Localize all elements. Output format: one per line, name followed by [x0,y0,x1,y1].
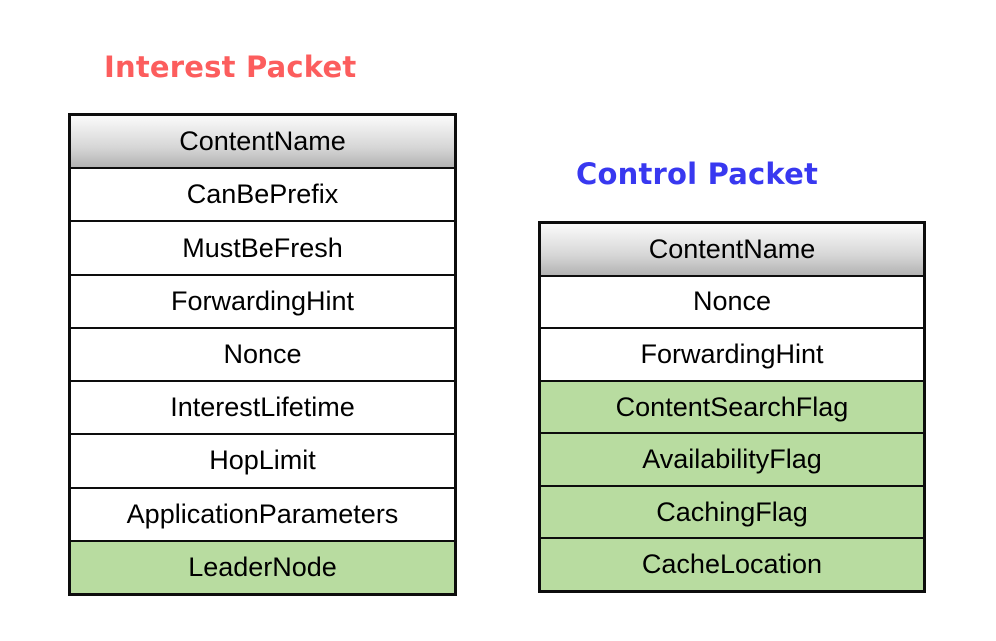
interest-packet-field-label: ApplicationParameters [126,498,399,529]
control-packet-title: Control Packet [576,157,819,191]
interest-packet-row: Nonce [71,328,454,383]
interest-packet-row: ApplicationParameters [71,488,454,542]
control-packet-row: CachingFlag [541,486,923,540]
control-packet-row: CacheLocation [541,539,923,591]
interest-packet-field-label: InterestLifetime [170,392,355,423]
control-packet-field-label: ForwardingHint [640,338,824,369]
control-packet-field-label: ContentSearchFlag [615,391,849,422]
interest-packet-field-label: Nonce [223,338,302,369]
interest-packet-field-label: ForwardingHint [170,285,355,316]
interest-packet-title: Interest Packet [104,50,357,84]
interest-packet-row: ContentName [71,116,454,170]
interest-packet-field-label: LeaderNode [188,551,337,582]
control-packet-row: AvailabilityFlag [541,434,923,487]
control-packet-row: ContentName [541,224,923,277]
interest-packet-field-label: ContentName [179,126,346,157]
interest-packet-field-label: HopLimit [209,445,316,476]
control-packet-field-label: CacheLocation [641,549,823,580]
control-packet-row: Nonce [541,276,923,330]
interest-packet-field-label: CanBePrefix [186,179,339,210]
control-packet-field-label: ContentName [648,233,816,264]
interest-packet-row: MustBeFresh [71,222,454,276]
control-packet-field-label: CachingFlag [656,496,808,527]
interest-packet-row: ForwardingHint [71,275,454,329]
interest-packet-row: InterestLifetime [71,382,454,436]
control-packet-field-label: Nonce [692,286,772,317]
interest-packet-row: LeaderNode [71,541,454,593]
control-packet-row: ContentSearchFlag [541,381,923,435]
interest-packet-row: CanBePrefix [71,169,454,223]
control-packet-field-label: AvailabilityFlag [642,444,822,475]
interest-packet-row: HopLimit [71,435,454,489]
control-packet-row: ForwardingHint [541,329,923,382]
interest-packet-field-label: MustBeFresh [182,232,343,263]
